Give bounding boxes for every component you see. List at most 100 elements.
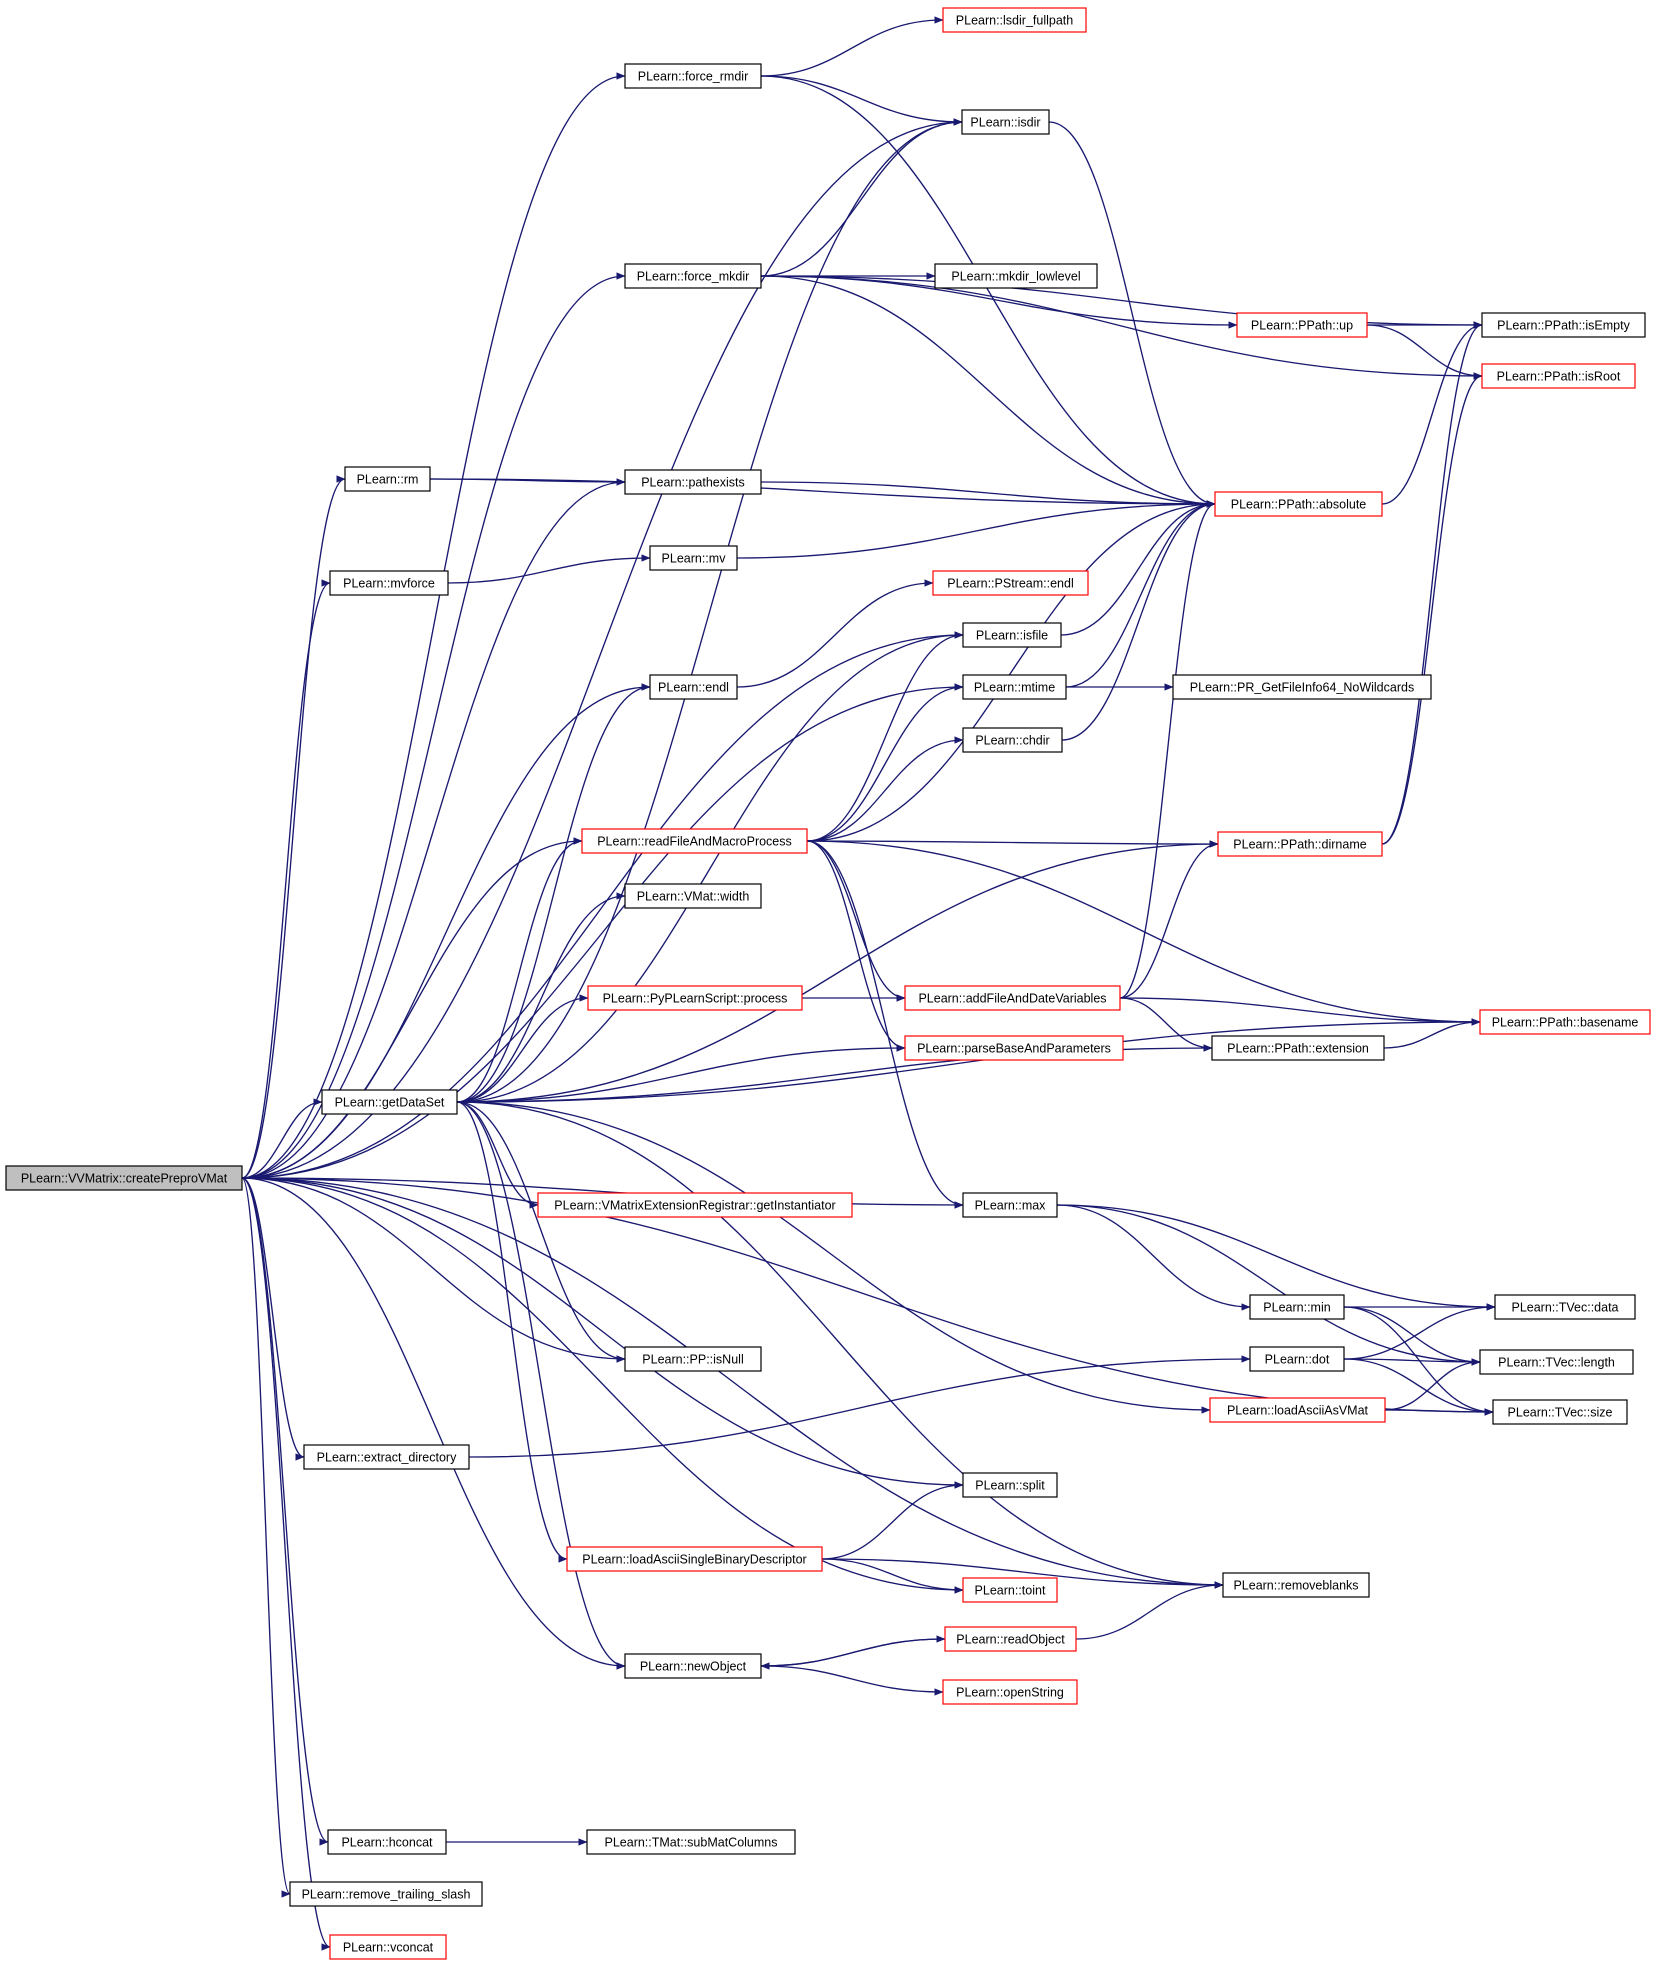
node-box bbox=[649, 545, 738, 571]
function-node[interactable]: PLearn::VVMatrix::createPreproVMat bbox=[5, 1165, 243, 1191]
function-node[interactable]: PLearn::mvforce bbox=[329, 570, 449, 596]
node-label: PLearn::extract_directory bbox=[317, 1451, 457, 1465]
node-box bbox=[962, 1577, 1058, 1603]
function-node[interactable]: PLearn::mtime bbox=[962, 674, 1067, 700]
function-node[interactable]: PLearn::loadAsciiAsVMat bbox=[1209, 1397, 1386, 1423]
function-node[interactable]: PLearn::openString bbox=[942, 1679, 1078, 1705]
call-edge-n28-n15 bbox=[456, 631, 964, 1103]
node-box bbox=[1222, 1572, 1370, 1598]
function-node[interactable]: PLearn::TMat::subMatColumns bbox=[586, 1829, 796, 1855]
node-box bbox=[932, 570, 1089, 596]
function-node[interactable]: PLearn::PPath::dirname bbox=[1217, 831, 1383, 857]
call-edge-n30-n31 bbox=[1056, 1204, 1251, 1311]
node-label: PLearn::readFileAndMacroProcess bbox=[597, 835, 792, 849]
function-node[interactable]: PLearn::hconcat bbox=[327, 1829, 447, 1855]
function-node[interactable]: PLearn::PP::isNull bbox=[624, 1346, 762, 1372]
call-edge-n28-n36 bbox=[456, 1101, 1211, 1414]
function-node[interactable]: PLearn::lsdir_fullpath bbox=[942, 7, 1087, 33]
function-node[interactable]: PLearn::mv bbox=[649, 545, 738, 571]
function-node[interactable]: PLearn::PPath::isRoot bbox=[1481, 363, 1636, 389]
function-node[interactable]: PLearn::readObject bbox=[944, 1626, 1077, 1652]
node-label: PLearn::readObject bbox=[956, 1633, 1065, 1647]
node-layer: PLearn::VVMatrix::createPreproVMatPLearn… bbox=[5, 7, 1651, 1960]
function-node[interactable]: PLearn::TVec::size bbox=[1492, 1399, 1628, 1425]
call-edge-n0-n15 bbox=[241, 631, 964, 1179]
function-node[interactable]: PLearn::isdir bbox=[961, 109, 1050, 135]
function-node[interactable]: PLearn::PR_GetFileInfo64_NoWildcards bbox=[1172, 674, 1432, 700]
node-box bbox=[1211, 1035, 1385, 1061]
node-label: PLearn::hconcat bbox=[341, 1836, 433, 1850]
function-node[interactable]: PLearn::rm bbox=[344, 466, 431, 492]
node-box bbox=[624, 883, 762, 909]
call-edge-n28-n22 bbox=[456, 892, 626, 1103]
call-edge-n15-n11 bbox=[1060, 500, 1216, 636]
function-node[interactable]: PLearn::vconcat bbox=[329, 1934, 447, 1960]
node-box bbox=[962, 727, 1063, 753]
function-node[interactable]: PLearn::min bbox=[1249, 1294, 1345, 1320]
call-edge-n0-n39 bbox=[241, 1177, 964, 1489]
function-node[interactable]: PLearn::split bbox=[962, 1472, 1058, 1498]
function-node[interactable]: PLearn::extract_directory bbox=[303, 1444, 470, 1470]
node-label: PLearn::toint bbox=[975, 1584, 1046, 1598]
function-node[interactable]: PLearn::dot bbox=[1249, 1346, 1345, 1372]
function-node[interactable]: PLearn::PPath::isEmpty bbox=[1481, 312, 1646, 338]
call-edge-n28-n35 bbox=[456, 1101, 626, 1363]
call-edge-n28-n16 bbox=[456, 683, 651, 1103]
call-edge-n28-n41 bbox=[456, 1101, 1224, 1589]
node-label: PLearn::chdir bbox=[975, 734, 1049, 748]
function-node[interactable]: PLearn::loadAsciiSingleBinaryDescriptor bbox=[566, 1546, 823, 1572]
node-label: PLearn::PPath::absolute bbox=[1231, 498, 1367, 512]
function-node[interactable]: PLearn::PyPLearnScript::process bbox=[587, 985, 803, 1011]
function-node[interactable]: PLearn::addFileAndDateVariables bbox=[904, 985, 1121, 1011]
node-label: PLearn::loadAsciiAsVMat bbox=[1227, 1404, 1369, 1418]
call-edge-n0-n17 bbox=[241, 683, 964, 1179]
function-node[interactable]: PLearn::force_mkdir bbox=[624, 263, 762, 289]
call-edge-n28-n44 bbox=[456, 1101, 626, 1670]
node-label: PLearn::vconcat bbox=[343, 1941, 434, 1955]
function-node[interactable]: PLearn::PStream::endl bbox=[932, 570, 1089, 596]
function-node[interactable]: PLearn::TVec::length bbox=[1479, 1349, 1634, 1375]
function-node[interactable]: PLearn::parseBaseAndParameters bbox=[904, 1035, 1124, 1061]
function-node[interactable]: PLearn::force_rmdir bbox=[624, 63, 762, 89]
call-edge-n20-n25 bbox=[806, 840, 1481, 1026]
node-label: PLearn::max bbox=[975, 1199, 1047, 1213]
function-node[interactable]: PLearn::PPath::absolute bbox=[1214, 491, 1383, 517]
call-edge-n28-n20 bbox=[456, 837, 583, 1103]
call-edge-n20-n19 bbox=[806, 736, 964, 842]
function-node[interactable]: PLearn::removeblanks bbox=[1222, 1572, 1370, 1598]
function-node[interactable]: PLearn::getDataSet bbox=[321, 1089, 458, 1115]
call-edge-n13-n11 bbox=[736, 500, 1216, 559]
function-node[interactable]: PLearn::max bbox=[962, 1192, 1058, 1218]
node-box bbox=[961, 109, 1050, 135]
node-label: PLearn::VMat::width bbox=[637, 890, 750, 904]
function-node[interactable]: PLearn::remove_trailing_slash bbox=[289, 1881, 483, 1907]
function-node[interactable]: PLearn::endl bbox=[649, 674, 738, 700]
function-node[interactable]: PLearn::PPath::extension bbox=[1211, 1035, 1385, 1061]
node-label: PLearn::loadAsciiSingleBinaryDescriptor bbox=[582, 1553, 806, 1567]
function-node[interactable]: PLearn::VMat::width bbox=[624, 883, 762, 909]
function-node[interactable]: PLearn::readFileAndMacroProcess bbox=[581, 828, 808, 854]
call-edge-n33-n37 bbox=[1343, 1358, 1494, 1416]
function-node[interactable]: PLearn::PPath::up bbox=[1236, 312, 1368, 338]
function-node[interactable]: PLearn::TVec::data bbox=[1494, 1294, 1636, 1320]
call-edge-n0-n46 bbox=[241, 1177, 329, 1846]
function-node[interactable]: PLearn::mkdir_lowlevel bbox=[934, 263, 1098, 289]
function-node[interactable]: PLearn::newObject bbox=[624, 1653, 762, 1679]
call-edge-n30-n32 bbox=[1056, 1204, 1496, 1311]
node-label: PLearn::VVMatrix::createPreproVMat bbox=[21, 1172, 228, 1186]
function-node[interactable]: PLearn::pathexists bbox=[624, 469, 762, 495]
node-box bbox=[649, 674, 738, 700]
node-box bbox=[944, 1626, 1077, 1652]
node-box bbox=[1236, 312, 1368, 338]
call-edge-n0-n44 bbox=[241, 1177, 626, 1670]
function-node[interactable]: PLearn::toint bbox=[962, 1577, 1058, 1603]
function-node[interactable]: PLearn::isfile bbox=[962, 622, 1062, 648]
edge-layer bbox=[241, 16, 1496, 1951]
function-node[interactable]: PLearn::VMatrixExtensionRegistrar::getIn… bbox=[537, 1192, 853, 1218]
node-box bbox=[1214, 491, 1383, 517]
call-edge-n6-n8 bbox=[1366, 324, 1483, 380]
function-node[interactable]: PLearn::chdir bbox=[962, 727, 1063, 753]
call-edge-n20-n21 bbox=[806, 840, 1219, 848]
function-node[interactable]: PLearn::PPath::basename bbox=[1479, 1009, 1651, 1035]
